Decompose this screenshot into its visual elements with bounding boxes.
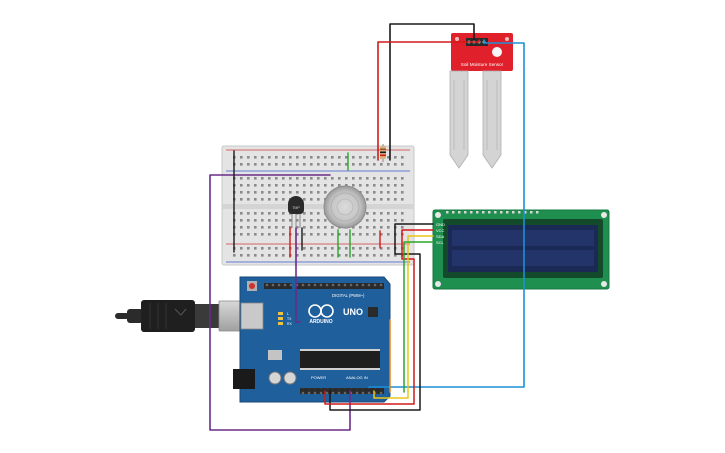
led-rx-label: RX	[287, 322, 292, 326]
led-tx-label: TX	[287, 317, 292, 321]
lcd-pin-vcc: VCC	[436, 228, 445, 233]
lcd-module: GND VCC SDA SCL	[432, 209, 610, 290]
breadboard	[221, 145, 415, 266]
wires	[209, 23, 525, 431]
lcd-pin-sda: SDA	[436, 234, 445, 239]
arduino-logo	[308, 304, 334, 318]
temperature-sensor-label: TMP	[292, 206, 300, 210]
lcd-header-pins	[446, 211, 539, 214]
wire-soil-vcc	[377, 39, 480, 161]
soil-probe-left	[449, 70, 469, 169]
digital-label: DIGITAL (PWM~)	[332, 293, 365, 298]
lcd-pin-gnd: GND	[436, 222, 445, 227]
wire-lcd-gnd	[329, 223, 434, 411]
soil-probe-right	[482, 70, 502, 169]
wire-lcd-scl	[403, 241, 434, 393]
usb-cable	[115, 300, 256, 332]
gas-sensor	[323, 185, 367, 229]
led-l-label: L	[287, 312, 289, 316]
temperature-sensor: TMP	[288, 196, 304, 228]
power-label: POWER	[311, 375, 326, 380]
power-jack	[233, 369, 255, 389]
soil-sensor-label: Soil Moisture Sensor	[461, 62, 504, 67]
wire-soil-signal	[368, 39, 525, 388]
reset-button[interactable]	[249, 283, 255, 289]
lcd-pin-scl: SCL	[436, 240, 445, 245]
wire-soil-gnd	[389, 23, 475, 161]
wire-lcd-sda	[373, 235, 434, 399]
atmega-chip	[300, 351, 380, 368]
wire-lcd-vcc	[324, 229, 434, 405]
arduino-uno: L TX RX ARDUINO UNO DIGITAL (PWM~) POWER…	[233, 276, 391, 403]
arduino-brand: ARDUINO	[309, 319, 332, 325]
arduino-model: UNO	[343, 307, 363, 317]
soil-moisture-sensor: Soil Moisture Sensor	[449, 33, 513, 169]
resistor	[380, 144, 386, 162]
wire-purple	[295, 227, 301, 323]
digital-header	[296, 283, 384, 289]
wire-purple-loop	[209, 174, 351, 431]
power-analog-header	[300, 388, 384, 394]
analog-label: ANALOG IN	[346, 375, 368, 380]
